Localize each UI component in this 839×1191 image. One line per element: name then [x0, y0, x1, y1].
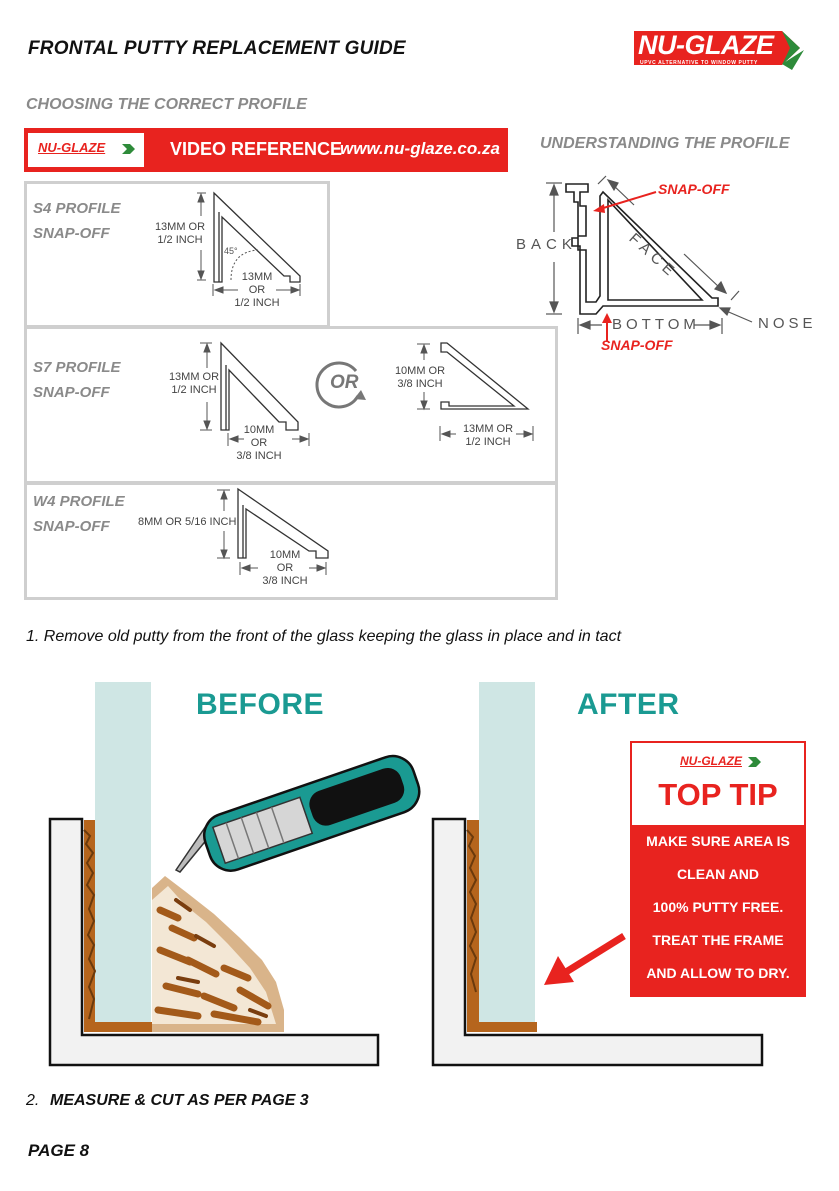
video-logo-text: NU-GLAZE	[38, 140, 106, 155]
after-arrow-icon	[544, 933, 626, 985]
video-logo: NU-GLAZE	[28, 133, 144, 167]
w4-dim-arrows	[217, 489, 327, 575]
tip-title: TOP TIP	[658, 777, 778, 812]
before-after-illustration	[48, 682, 764, 1067]
tip-line-3: 100% PUTTY FREE.	[652, 899, 784, 915]
after-frame	[431, 817, 764, 1067]
w4-profile-name: W4 PROFILE	[33, 493, 125, 510]
s4-profile-name: S4 PROFILE	[33, 200, 121, 217]
s7-alt-width-line1: 13MM OR	[462, 423, 514, 435]
s7-alt-profile-shape	[440, 342, 530, 410]
s7-width-line1: 10MM	[243, 424, 275, 436]
s7-profile-shape	[220, 341, 299, 431]
video-reference-label: VIDEO REFERENCE	[170, 139, 343, 159]
s7-height-line1: 13MM OR	[168, 371, 220, 383]
s7-or-label: OR	[330, 372, 359, 393]
logo-tagline: UPVC ALTERNATIVE TO WINDOW PUTTY	[640, 60, 758, 66]
w4-width-line2: OR	[276, 562, 294, 574]
step-2-number: 2.	[26, 1092, 40, 1109]
s7-alt-height-line1: 10MM OR	[394, 365, 446, 377]
logo-arrow-icon	[122, 144, 135, 154]
tip-logo-text: NU-GLAZE	[680, 754, 742, 768]
w4-height-label: 8MM OR 5/16 INCH	[138, 516, 237, 528]
logo-wordmark: NU-GLAZE	[638, 30, 774, 60]
video-reference-bar[interactable]: NU-GLAZE VIDEO REFERENCE www.nu-glaze.co…	[24, 128, 508, 172]
nu-glaze-logo: NU-GLAZE UPVC ALTERNATIVE TO WINDOW PUTT…	[632, 28, 807, 76]
tip-line-5: AND ALLOW TO DRY.	[646, 965, 790, 981]
anatomy-dim-lines	[546, 175, 753, 334]
after-clean-putty	[466, 820, 537, 1032]
s7-height-line2: 1/2 INCH	[171, 384, 217, 396]
bottom-label: BOTTOM	[612, 316, 700, 333]
step-2-text: MEASURE & CUT AS PER PAGE 3	[50, 1092, 309, 1109]
step-1-text: 1. Remove old putty from the front of th…	[26, 628, 622, 645]
s7-alt-dim-arrows	[417, 343, 534, 441]
s4-profile-type: SNAP-OFF	[33, 225, 110, 242]
s4-width-line3: 1/2 INCH	[234, 297, 280, 309]
before-heading: BEFORE	[196, 688, 325, 721]
w4-profile-type: SNAP-OFF	[33, 518, 110, 535]
nose-label: NOSE	[758, 315, 817, 332]
s4-angle-label: 45°	[224, 246, 238, 256]
top-tip-box: NU-GLAZE TOP TIP MAKE SURE AREA IS CLEAN…	[630, 741, 806, 997]
after-glass	[479, 682, 535, 1025]
s4-profile-shape	[213, 191, 301, 283]
snap-off-bottom-label: SNAP-OFF	[601, 337, 673, 353]
w4-profile-shape	[237, 487, 329, 559]
s7-profile-type: SNAP-OFF	[33, 384, 110, 401]
s4-height-line1: 13MM OR	[154, 221, 206, 233]
snap-off-top-label: SNAP-OFF	[658, 181, 730, 197]
s7-alt-height-line2: 3/8 INCH	[397, 378, 443, 390]
w4-width-line1: 10MM	[269, 549, 301, 561]
tip-line-2: CLEAN AND	[677, 866, 759, 882]
tip-logo: NU-GLAZE	[676, 751, 766, 773]
s4-width-line2: OR	[248, 284, 266, 296]
before-glass	[95, 682, 151, 1025]
s4-width-line1: 13MM	[241, 271, 273, 283]
s7-dim-arrows	[200, 342, 310, 446]
page-title: FRONTAL PUTTY REPLACEMENT GUIDE	[28, 38, 406, 59]
page-number: PAGE 8	[28, 1141, 90, 1160]
video-url-link[interactable]: www.nu-glaze.co.za	[340, 139, 500, 158]
after-heading: AFTER	[577, 688, 680, 721]
tip-line-4: TREAT THE FRAME	[652, 932, 784, 948]
back-label: BACK	[516, 236, 577, 253]
s7-profile-name: S7 PROFILE	[33, 359, 121, 376]
s7-alt-width-line2: 1/2 INCH	[465, 436, 511, 448]
s7-width-line2: OR	[250, 437, 268, 449]
before-frame	[48, 817, 380, 1067]
w4-profile-panel: W4 PROFILE SNAP-OFF	[24, 482, 558, 600]
w4-width-line3: 3/8 INCH	[262, 575, 308, 587]
section-subtitle: CHOOSING THE CORRECT PROFILE	[26, 96, 307, 113]
tip-logo-arrow-icon	[748, 757, 761, 767]
tip-body: MAKE SURE AREA IS CLEAN AND 100% PUTTY F…	[632, 825, 804, 997]
profile-drawings	[197, 175, 753, 575]
s4-height-line2: 1/2 INCH	[157, 234, 203, 246]
before-old-putty	[83, 820, 154, 1032]
understanding-heading: UNDERSTANDING THE PROFILE	[540, 135, 790, 152]
before-putty-debris	[152, 876, 284, 1032]
rotate-arrow-icon	[315, 361, 366, 409]
anatomy-profile-shape	[565, 183, 719, 315]
s7-width-line3: 3/8 INCH	[236, 450, 282, 462]
tip-line-1: MAKE SURE AREA IS	[646, 833, 790, 849]
s4-dim-arrows	[197, 192, 301, 296]
snap-off-arrows	[593, 191, 657, 342]
utility-knife-icon	[174, 754, 421, 873]
